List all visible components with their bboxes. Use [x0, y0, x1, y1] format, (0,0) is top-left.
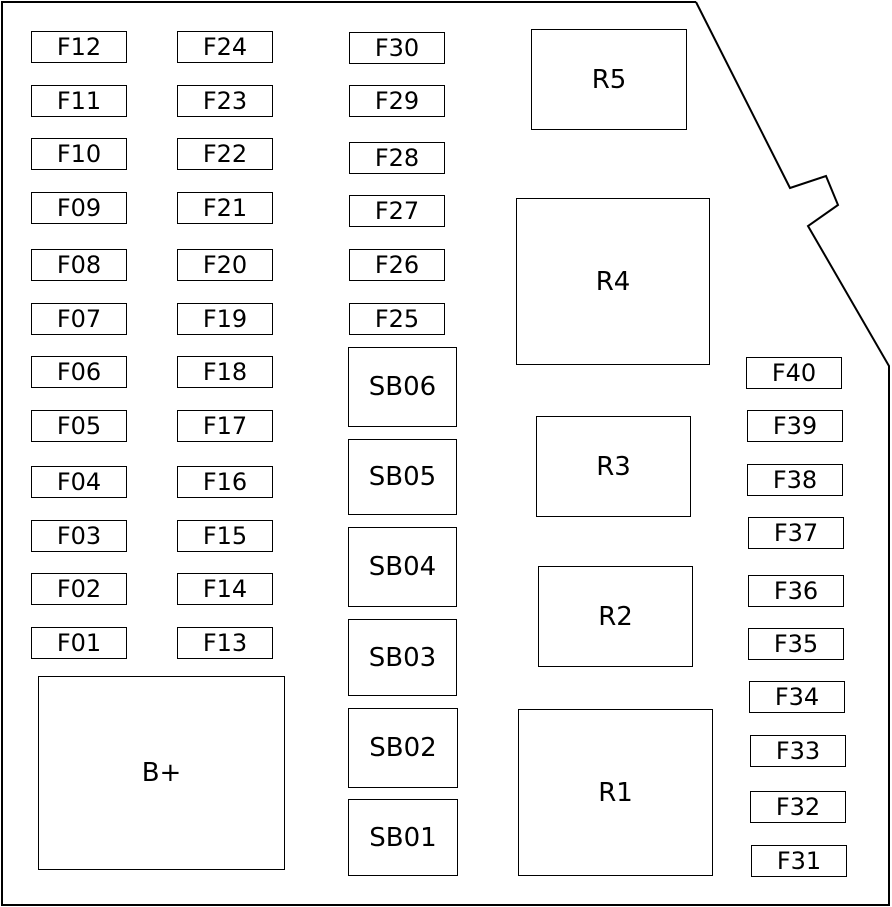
fuse-f39: F39 [747, 410, 843, 442]
relay-r2: R2 [538, 566, 693, 667]
fuse-f22: F22 [177, 138, 273, 170]
fuse-block-sb04: SB04 [348, 527, 457, 607]
relay-r1: R1 [518, 709, 713, 876]
fuse-f34: F34 [749, 681, 845, 713]
fuse-f20: F20 [177, 249, 273, 281]
fuse-f02: F02 [31, 573, 127, 605]
fuse-f38: F38 [747, 464, 843, 496]
fuse-f21: F21 [177, 192, 273, 224]
fuse-f10: F10 [31, 138, 127, 170]
fuse-f05: F05 [31, 410, 127, 442]
fuse-block-sb02: SB02 [348, 708, 458, 788]
fuse-f07: F07 [31, 303, 127, 335]
fuse-f15: F15 [177, 520, 273, 552]
fuse-f17: F17 [177, 410, 273, 442]
fuse-block-sb05: SB05 [348, 439, 457, 515]
fuse-f28: F28 [349, 142, 445, 174]
fuse-f01: F01 [31, 627, 127, 659]
fuse-f27: F27 [349, 195, 445, 227]
fuse-f29: F29 [349, 85, 445, 117]
fuse-f33: F33 [750, 735, 846, 767]
fuse-f12: F12 [31, 31, 127, 63]
battery-positive-terminal: B+ [38, 676, 285, 870]
fuse-f16: F16 [177, 466, 273, 498]
fuse-f14: F14 [177, 573, 273, 605]
fuse-f30: F30 [349, 32, 445, 64]
fuse-f32: F32 [750, 791, 846, 823]
fuse-f03: F03 [31, 520, 127, 552]
fuse-f09: F09 [31, 192, 127, 224]
fuse-f35: F35 [748, 628, 844, 660]
relay-r4: R4 [516, 198, 710, 365]
fuse-f31: F31 [751, 845, 847, 877]
fuse-block-sb01: SB01 [348, 799, 458, 876]
fuse-block-sb03: SB03 [348, 619, 457, 696]
fuse-block-sb06: SB06 [348, 347, 457, 427]
fuse-f26: F26 [349, 249, 445, 281]
fuse-f24: F24 [177, 31, 273, 63]
relay-r5: R5 [531, 29, 687, 130]
fuse-f06: F06 [31, 356, 127, 388]
fuse-f11: F11 [31, 85, 127, 117]
fuse-f37: F37 [748, 517, 844, 549]
fuse-f23: F23 [177, 85, 273, 117]
fuse-f40: F40 [746, 357, 842, 389]
relay-r3: R3 [536, 416, 691, 517]
fuse-f19: F19 [177, 303, 273, 335]
fuse-f18: F18 [177, 356, 273, 388]
fuse-f13: F13 [177, 627, 273, 659]
fuse-f04: F04 [31, 466, 127, 498]
fuse-f36: F36 [748, 575, 844, 607]
fuse-f08: F08 [31, 249, 127, 281]
fuse-f25: F25 [349, 303, 445, 335]
